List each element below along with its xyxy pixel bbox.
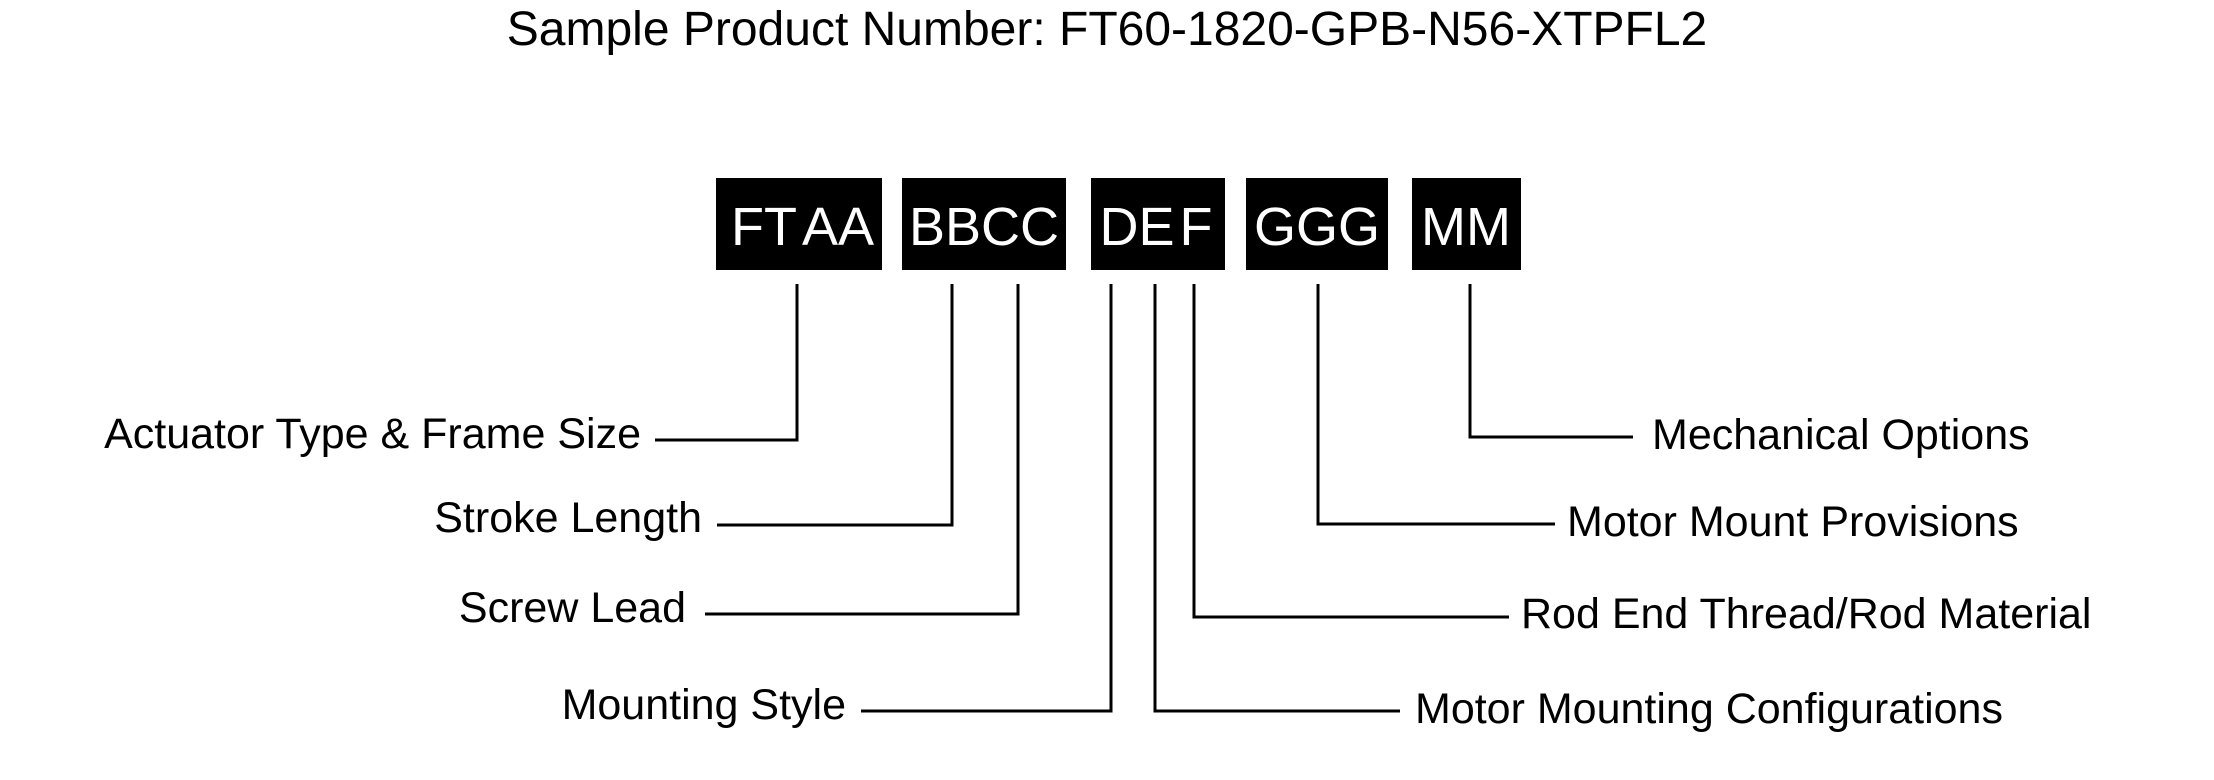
code-box-ggg: GGG	[1246, 178, 1388, 270]
code-segment-de: DE	[1099, 197, 1174, 257]
label-mounting-style: Mounting Style	[562, 681, 846, 729]
diagram-title: Sample Product Number: FT60-1820-GPB-N56…	[506, 3, 1708, 56]
code-box-bbcc: BBCC	[902, 178, 1066, 270]
leader-mounting-style	[861, 284, 1113, 713]
label-motor-mount-provisions: Motor Mount Provisions	[1567, 498, 2019, 546]
leader-mechanical-options	[1468, 284, 1633, 439]
leader-motor-mount-provisions	[1316, 284, 1555, 526]
code-box-def-bg	[1091, 178, 1225, 270]
code-box-def: DE F	[1091, 178, 1225, 270]
code-box-mm-bg	[1412, 178, 1521, 270]
label-stroke-length: Stroke Length	[434, 494, 702, 542]
code-box-mm: MM	[1412, 178, 1521, 270]
code-box-bbcc-bg	[902, 178, 1066, 270]
code-segment-ggg: GGG	[1254, 197, 1380, 257]
leader-rod-end-thread	[1192, 284, 1509, 619]
label-motor-mounting-configurations: Motor Mounting Configurations	[1415, 685, 2003, 733]
code-box-ggg-bg	[1246, 178, 1388, 270]
leader-stroke-length	[717, 284, 954, 527]
label-actuator-type-frame-size: Actuator Type & Frame Size	[104, 410, 641, 458]
leader-motor-mounting-configurations	[1153, 284, 1400, 713]
label-screw-lead: Screw Lead	[459, 584, 686, 632]
leader-actuator-type	[655, 284, 799, 442]
leader-screw-lead	[705, 284, 1020, 616]
code-segment-bbcc: BBCC	[909, 197, 1059, 257]
code-segment-ft: FT	[731, 197, 797, 257]
label-mechanical-options: Mechanical Options	[1652, 411, 2030, 459]
code-segment-f: F	[1180, 197, 1213, 257]
label-rod-end-thread-rod-material: Rod End Thread/Rod Material	[1521, 590, 2091, 638]
code-box-ftaa-bg	[716, 178, 882, 270]
code-box-ftaa: FT AA	[716, 178, 882, 270]
code-segment-aa: AA	[802, 197, 874, 257]
code-segment-mm: MM	[1421, 197, 1511, 257]
